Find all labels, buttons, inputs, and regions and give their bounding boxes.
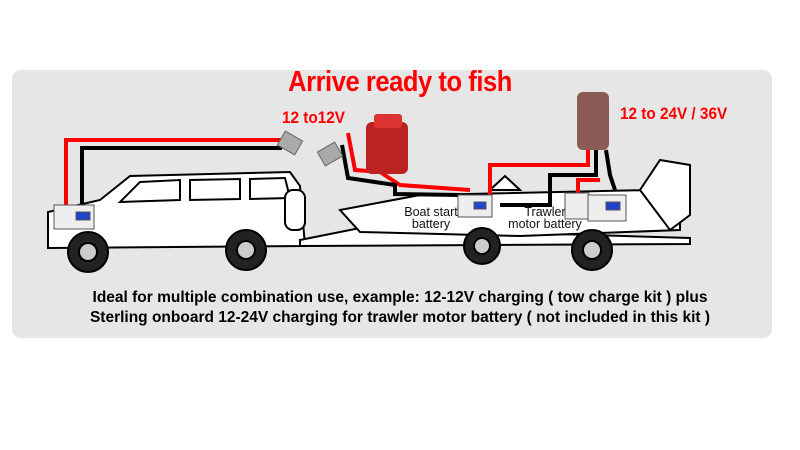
trawler-battery-label: Trawler motor battery [505, 205, 585, 231]
onboard-charge-label: 12 to 24V / 36V [620, 104, 728, 123]
label-line: Boat start [404, 205, 458, 219]
boat-icon [299, 158, 691, 271]
label-line: Trawler [524, 205, 566, 219]
connector-icon [276, 130, 344, 167]
wires [64, 132, 617, 207]
caption-line-1: Ideal for multiple combination use, exam… [92, 289, 708, 306]
charger-icon [366, 114, 408, 174]
boat-start-battery-label: Boat start battery [400, 205, 462, 231]
converter-icon [577, 92, 609, 150]
car-icon [47, 170, 307, 273]
diagram-title: Arrive ready to fish [288, 66, 512, 98]
caption-line-2: Sterling onboard 12-24V charging for tra… [89, 309, 711, 326]
battery-icon [53, 192, 627, 230]
label-line: battery [411, 217, 451, 231]
tow-charge-label: 12 to12V [282, 108, 345, 127]
label-line: motor battery [508, 217, 582, 231]
